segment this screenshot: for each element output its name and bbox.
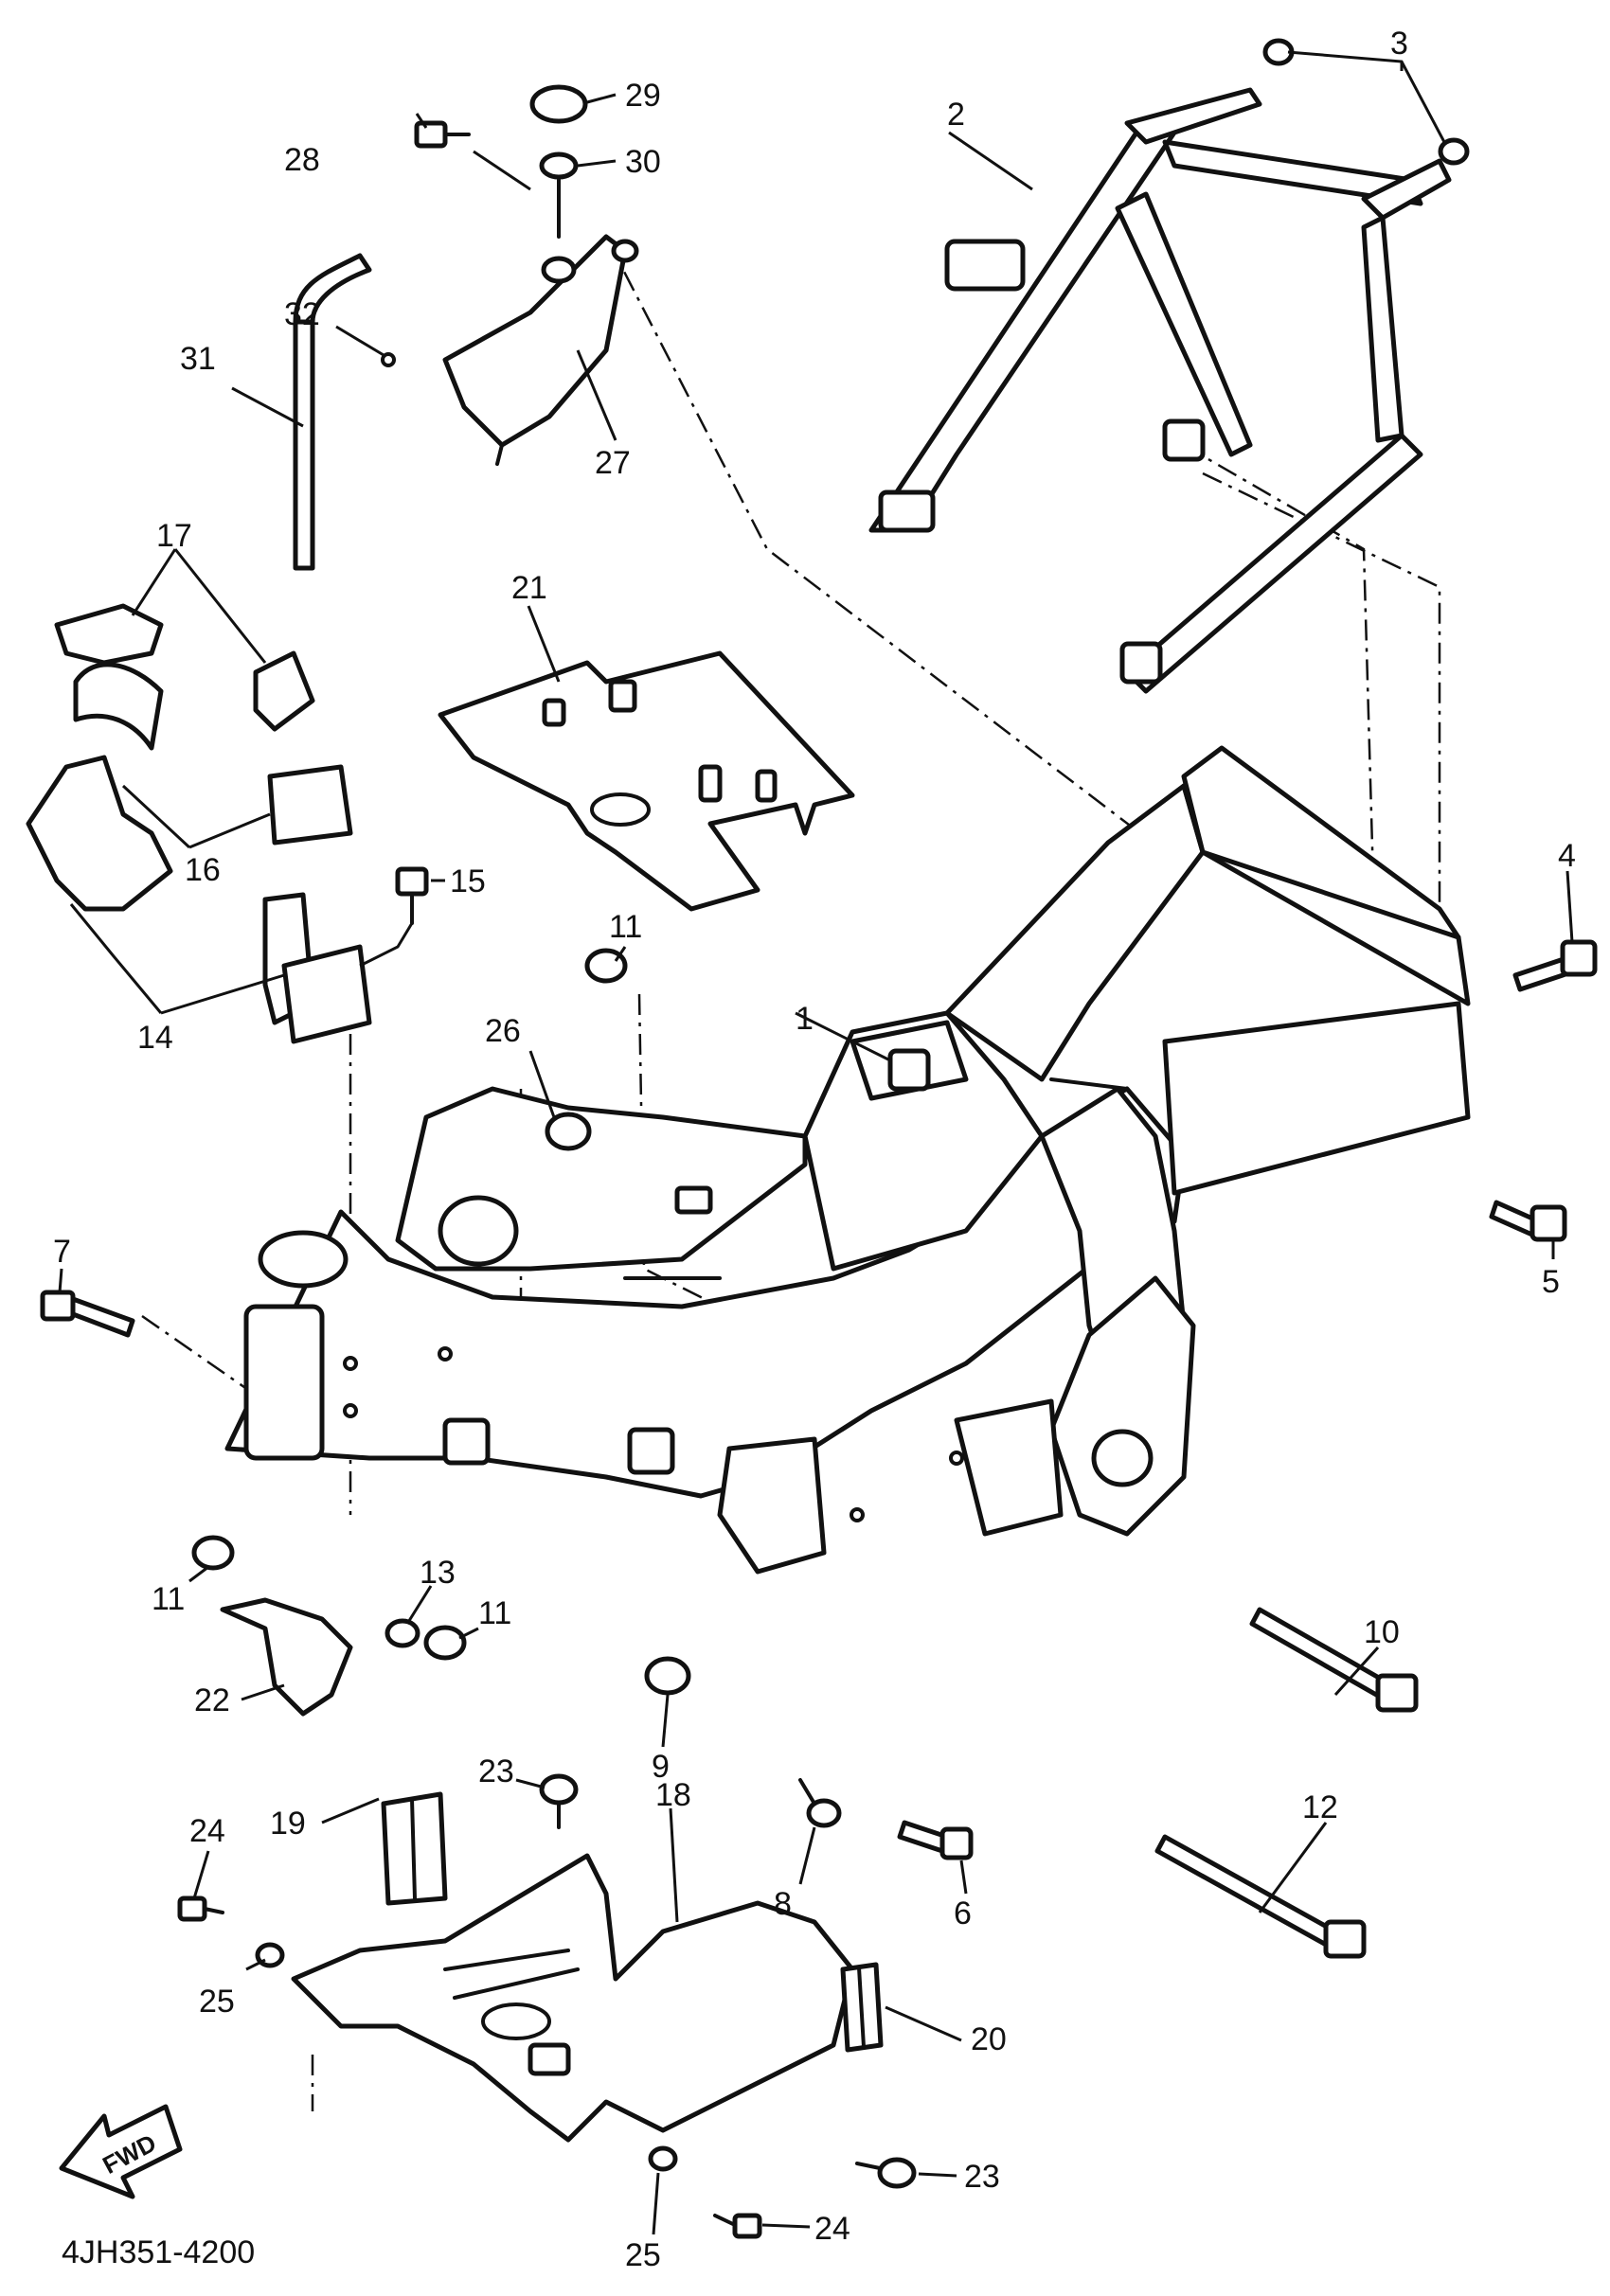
callout-7: 7 [53,1234,71,1270]
callout-17: 17 [156,518,192,554]
bolt-24-left [177,1896,224,1922]
callout-21: 21 [511,570,547,606]
hose [293,253,372,571]
callout-25-bottom: 25 [625,2237,661,2273]
callout-leaders [58,50,1574,2235]
callout-23-top: 23 [478,1753,514,1789]
callout-numbers: 1 2 3 4 5 6 7 8 9 10 11 11 11 12 13 14 1… [53,26,1576,2273]
callout-5: 5 [1542,1264,1560,1300]
collar-11-right [423,1625,467,1661]
callout-31: 31 [180,341,216,377]
heat-shield-plate [438,650,855,912]
callout-9: 9 [652,1749,670,1785]
callout-29: 29 [625,78,661,114]
long-bolt-10 [1249,1607,1419,1713]
bushing-26 [545,1112,592,1151]
callout-2: 2 [947,97,965,133]
callout-8: 8 [774,1886,792,1922]
bolt-28 [414,120,531,191]
callout-6: 6 [954,1896,972,1931]
washer-13 [385,1618,420,1648]
long-bolt-12 [1154,1834,1367,1959]
callout-24-bottom: 24 [814,2211,850,2247]
callout-13: 13 [420,1555,456,1591]
callout-26: 26 [485,1013,521,1049]
screw-23-bottom [855,2157,917,2189]
callout-18: 18 [655,1777,691,1813]
bolt-24-bottom [713,2213,762,2239]
callout-25-left: 25 [199,1984,235,2020]
callout-28: 28 [284,142,320,178]
callout-30: 30 [625,144,661,180]
bolt-8 [798,1778,842,1828]
diagram-code: 4JH351-4200 [62,2234,255,2270]
collar-9 [644,1656,691,1696]
clamp-17 [54,603,315,732]
rear-subframe [868,87,1452,694]
bolt-7 [40,1290,135,1338]
callout-32: 32 [284,296,320,332]
bolt-15 [359,866,429,968]
bolt-5 [1489,1200,1567,1242]
callout-3: 3 [1390,26,1408,62]
collar-11-left [191,1535,235,1571]
callout-4: 4 [1558,838,1576,874]
callout-27: 27 [595,445,631,481]
callout-12: 12 [1302,1789,1338,1825]
bracket-22 [220,1597,353,1717]
callout-14: 14 [137,1020,173,1056]
callout-22: 22 [194,1682,230,1718]
callout-20: 20 [971,2021,1007,2057]
hose-clip [381,352,396,367]
callout-11-right: 11 [478,1595,511,1631]
nut-3 [1262,38,1470,166]
collar-11-top [584,948,628,984]
callout-1: 1 [796,1001,814,1037]
washer-25-bottom [648,2145,678,2172]
mount-pad-19 [381,1791,448,1906]
reservoir-tank [442,234,639,466]
callout-19: 19 [270,1806,306,1842]
callout-15: 15 [450,863,486,899]
bolt-4 [1512,939,1598,992]
callout-24-left: 24 [189,1813,225,1849]
under-cover-18 [291,1853,855,2143]
callout-23-bottom: 23 [964,2159,1000,2195]
cap-grommet [539,151,579,239]
callout-11-left: 11 [152,1581,185,1617]
cushion-16 [73,662,353,845]
callout-10: 10 [1364,1614,1400,1650]
main-frame [224,745,1471,1575]
callout-16: 16 [185,852,221,888]
forward-direction-arrow: FWD [59,2104,183,2199]
tank-cap [529,84,588,124]
mount-pad-20 [840,1962,884,2053]
bolt-6 [897,1820,974,1860]
screw-23-top [539,1773,579,1829]
bracket-assembly-14 [26,755,372,1044]
callout-11-top: 11 [609,909,642,945]
